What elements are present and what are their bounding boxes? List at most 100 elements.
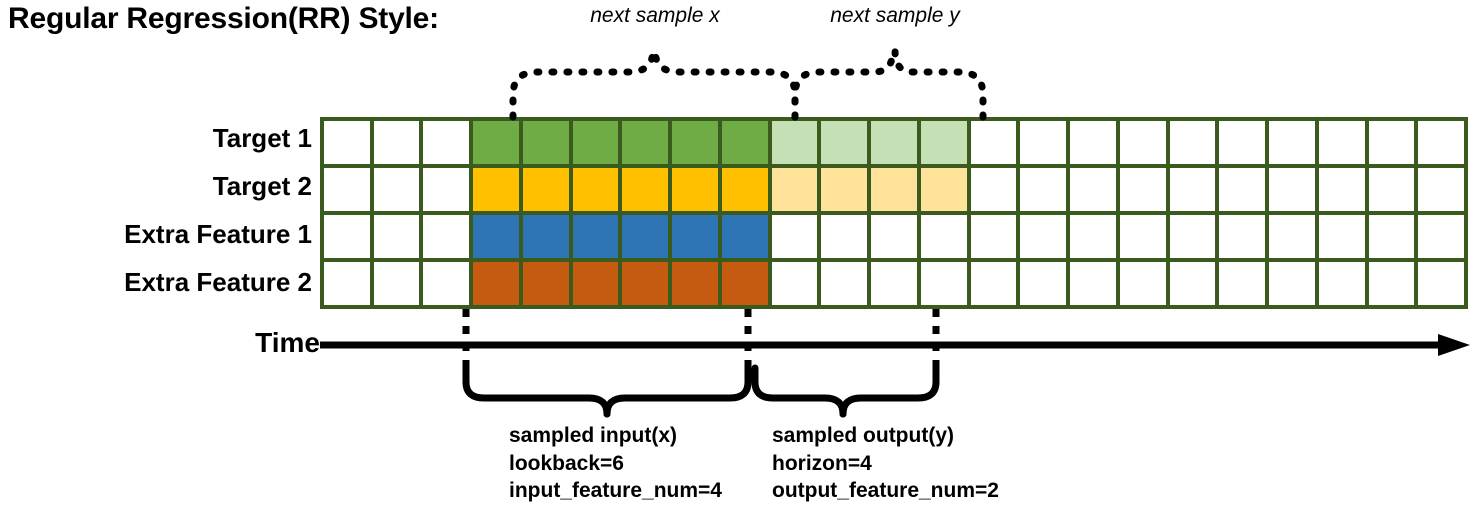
grid-cell bbox=[1219, 121, 1266, 164]
grid-cell bbox=[522, 262, 569, 305]
note-sampled-output-feature-num: output_feature_num=2 bbox=[772, 479, 999, 503]
bottom-brace-sampled-input bbox=[462, 364, 752, 418]
grid-cell bbox=[324, 215, 370, 258]
grid-cell bbox=[1070, 262, 1116, 305]
row-labels-column: Target 1 Target 2 Extra Feature 1 Extra … bbox=[8, 117, 312, 309]
grid-cell bbox=[572, 215, 619, 258]
grid-cell bbox=[871, 262, 917, 305]
grid-cell bbox=[373, 215, 420, 258]
grid-cell bbox=[721, 168, 768, 211]
grid-cell bbox=[920, 262, 967, 305]
grid-cell bbox=[672, 168, 718, 211]
grid-cell bbox=[1269, 215, 1315, 258]
grid-cell bbox=[771, 121, 818, 164]
grid-cell bbox=[1219, 168, 1266, 211]
grid-cell bbox=[1418, 121, 1464, 164]
grid-cell bbox=[1418, 168, 1464, 211]
grid-cell bbox=[324, 121, 370, 164]
grid-cell bbox=[522, 168, 569, 211]
top-brace-next-sample-y bbox=[791, 46, 987, 121]
grid-cell bbox=[1169, 168, 1216, 211]
grid-cell bbox=[871, 168, 917, 211]
grid-cell bbox=[622, 262, 669, 305]
note-sampled-input-title: sampled input(x) bbox=[509, 424, 678, 447]
grid-cell bbox=[622, 215, 669, 258]
grid-cell bbox=[821, 168, 868, 211]
grid-cell bbox=[1070, 168, 1116, 211]
page-title: Regular Regression(RR) Style: bbox=[8, 2, 439, 35]
brace-label-next-sample-x: next sample x bbox=[590, 4, 720, 27]
grid-cell bbox=[821, 215, 868, 258]
row-label-extra-feature-2: Extra Feature 2 bbox=[124, 267, 312, 297]
grid-cell bbox=[672, 215, 718, 258]
grid-cell bbox=[1269, 262, 1315, 305]
grid-cell bbox=[920, 168, 967, 211]
grid-cell bbox=[1119, 262, 1166, 305]
grid-cell bbox=[1119, 168, 1166, 211]
grid-cell bbox=[821, 262, 868, 305]
grid-cell bbox=[871, 121, 917, 164]
grid-cell bbox=[970, 121, 1017, 164]
grid-cell bbox=[1318, 168, 1365, 211]
row-label-target-2: Target 2 bbox=[212, 171, 312, 201]
brace-label-next-sample-y: next sample y bbox=[830, 4, 960, 27]
grid-cell bbox=[1219, 215, 1266, 258]
grid-cell bbox=[821, 121, 868, 164]
grid-cell bbox=[572, 168, 619, 211]
grid-cell bbox=[1418, 215, 1464, 258]
top-brace-next-sample-x bbox=[509, 46, 799, 121]
row-label-extra-feature-1: Extra Feature 1 bbox=[124, 219, 312, 249]
grid-cell bbox=[1368, 121, 1415, 164]
grid-cell bbox=[473, 168, 519, 211]
grid-cell bbox=[1368, 215, 1415, 258]
note-sampled-output-title: sampled output(y) bbox=[772, 424, 954, 447]
grid-cell bbox=[1318, 262, 1365, 305]
grid-cell bbox=[1169, 215, 1216, 258]
grid-cell bbox=[1368, 262, 1415, 305]
grid-cell bbox=[871, 215, 917, 258]
grid-cell bbox=[1418, 262, 1464, 305]
grid-cell bbox=[1020, 121, 1067, 164]
grid-cell bbox=[1119, 215, 1166, 258]
grid-cell bbox=[522, 215, 569, 258]
grid-cell bbox=[672, 262, 718, 305]
grid-cell bbox=[572, 262, 619, 305]
grid-cell bbox=[1269, 168, 1315, 211]
grid-cell bbox=[473, 262, 519, 305]
grid-cell bbox=[1318, 215, 1365, 258]
grid-cell bbox=[920, 215, 967, 258]
grid-cell bbox=[622, 121, 669, 164]
grid-cell bbox=[1119, 121, 1166, 164]
row-label-target-1: Target 1 bbox=[212, 123, 312, 153]
grid-cell bbox=[324, 262, 370, 305]
grid-cell bbox=[1169, 262, 1216, 305]
grid-cell bbox=[721, 215, 768, 258]
time-axis-label: Time bbox=[255, 327, 320, 358]
grid-cell bbox=[1020, 168, 1067, 211]
grid-cell bbox=[522, 121, 569, 164]
grid-cell bbox=[771, 168, 818, 211]
bottom-brace-sampled-output bbox=[751, 364, 940, 418]
grid-cell bbox=[324, 168, 370, 211]
note-sampled-output-horizon: horizon=4 bbox=[772, 451, 872, 475]
note-sampled-input-lookback: lookback=6 bbox=[509, 451, 624, 475]
note-sampled-input: sampled input(x) lookback=6 input_featur… bbox=[509, 422, 722, 505]
grid-cell bbox=[373, 121, 420, 164]
grid-cell bbox=[1070, 215, 1116, 258]
grid-cell bbox=[672, 121, 718, 164]
grid-cell bbox=[473, 121, 519, 164]
grid-cell bbox=[1219, 262, 1266, 305]
grid-cell bbox=[920, 121, 967, 164]
grid-cell bbox=[1318, 121, 1365, 164]
grid-cell bbox=[771, 262, 818, 305]
grid-cell bbox=[1070, 121, 1116, 164]
grid-cell bbox=[1269, 121, 1315, 164]
grid-cell bbox=[1020, 262, 1067, 305]
grid-cell bbox=[721, 121, 768, 164]
grid-cell bbox=[970, 168, 1017, 211]
time-axis-arrow bbox=[320, 334, 1470, 356]
grid-cell bbox=[423, 262, 470, 305]
grid-cell bbox=[373, 168, 420, 211]
grid-cell bbox=[423, 215, 470, 258]
